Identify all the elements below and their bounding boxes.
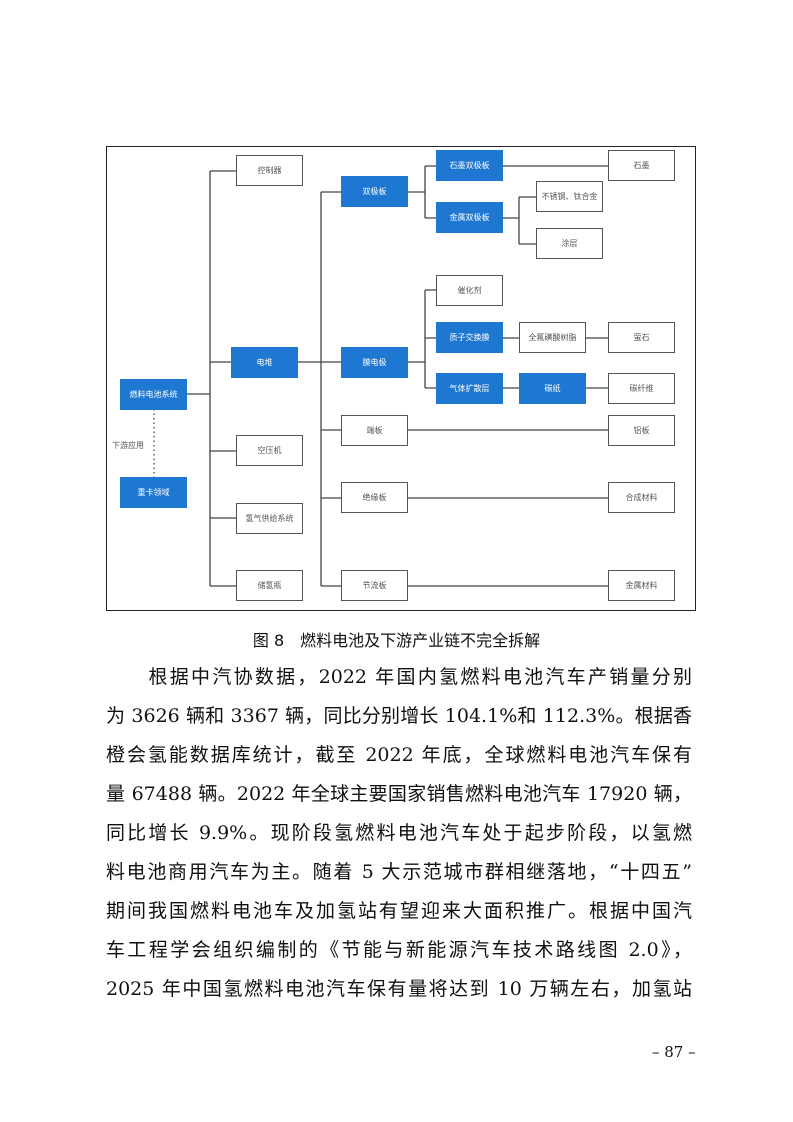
node-compressor: 空压机 <box>236 435 303 466</box>
body-line: 料电池商用汽车为主。随着 5 大示范城市群相继落地，“十四五” <box>106 861 692 883</box>
node-steel: 不锈钢、钛合金 <box>536 181 603 212</box>
downstream-label: 下游应用 <box>112 441 144 450</box>
body-line: 根据中汽协数据，2022 年国内氢燃料电池汽车产销量分别 <box>106 666 692 688</box>
node-pem: 质子交换膜 <box>436 322 503 353</box>
body-line: 2025 年中国氢燃料电池汽车保有量将达到 10 万辆左右，加氢站 <box>106 978 692 1000</box>
node-coating: 涂层 <box>536 228 603 259</box>
node-controller: 控制器 <box>236 155 303 186</box>
node-aluminum: 铝板 <box>608 415 675 446</box>
node-synthetic: 合成材料 <box>608 482 675 513</box>
node-fluorite: 萤石 <box>608 322 675 353</box>
node-graphite-bipolar: 石墨双极板 <box>436 150 503 181</box>
node-bipolar: 双极板 <box>341 176 408 207</box>
node-throttle: 节流板 <box>341 570 408 601</box>
node-graphite: 石墨 <box>608 150 675 181</box>
node-hydrogen-supply: 氢气供给系统 <box>236 503 303 534</box>
node-catalyst: 催化剂 <box>436 275 503 306</box>
node-insulation: 绝缘板 <box>341 482 408 513</box>
node-metal: 金属材料 <box>608 570 675 601</box>
node-carbon-fiber: 碳纤维 <box>608 373 675 404</box>
body-line: 橙会氢能数据库统计，截至 2022 年底，全球燃料电池汽车保有 <box>106 744 692 766</box>
node-stack: 电堆 <box>231 347 298 378</box>
figure-caption: 图 8 燃料电池及下游产业链不完全拆解 <box>252 631 541 650</box>
page-number: – 87 – <box>652 1043 696 1061</box>
node-end-plate: 端板 <box>341 415 408 446</box>
figure-frame <box>106 146 696 611</box>
node-pfsa: 全氟磺酸树脂 <box>519 322 586 353</box>
node-tank: 储氢瓶 <box>236 570 303 601</box>
node-gdl: 气体扩散层 <box>436 373 503 404</box>
body-line: 同比增长 9.9%。现阶段氢燃料电池汽车处于起步阶段，以氢燃 <box>106 822 692 844</box>
node-carbon-paper: 碳纸 <box>519 373 586 404</box>
body-line: 为 3626 辆和 3367 辆，同比分别增长 104.1%和 112.3%。根… <box>106 705 692 727</box>
node-mea: 膜电极 <box>341 347 408 378</box>
node-root: 燃料电池系统 <box>120 379 187 410</box>
body-line: 车工程学会组织编制的《节能与新能源汽车技术路线图 2.0》， <box>106 939 692 961</box>
node-downstream: 重卡领域 <box>120 477 187 508</box>
body-line: 期间我国燃料电池车及加氢站有望迎来大面积推广。根据中国汽 <box>106 900 692 922</box>
node-metal-bipolar: 金属双极板 <box>436 202 503 233</box>
body-line: 量 67488 辆。2022 年全球主要国家销售燃料电池汽车 17920 辆， <box>106 783 692 805</box>
